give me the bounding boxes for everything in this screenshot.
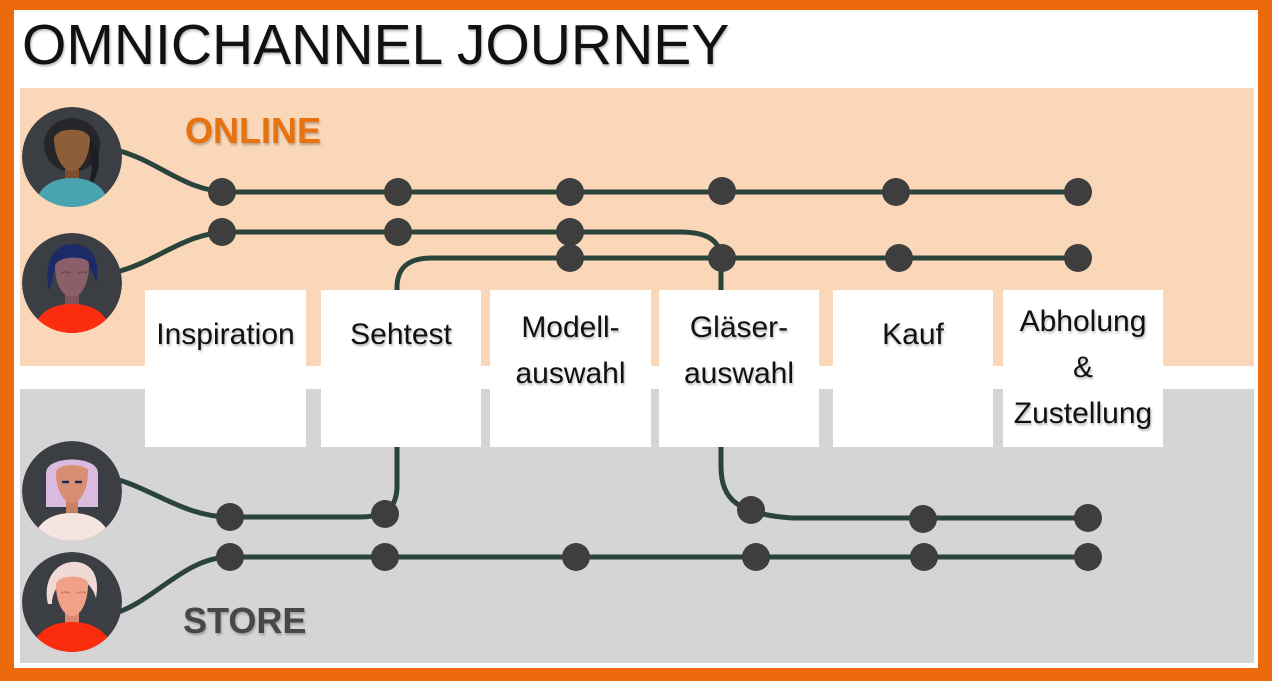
stage-box-abholung-zustellung: Abholung & Zustellung [1003,290,1163,447]
avatar-woman-dark-hair-icon [22,107,122,207]
stage-label-line: Kauf [882,318,944,351]
avatar-man-blond-hair-icon [22,552,122,652]
stage-box-sehtest: Sehtest [321,290,481,447]
band-label-store: STORE [183,600,307,641]
stage-label-line: Modell- [521,311,620,344]
band-label-online: ONLINE [185,110,322,151]
stage-box-inspiration: Inspiration [145,290,306,447]
avatar-woman-lavender-bob-icon [22,441,122,541]
stage-label-line: auswahl [683,357,795,390]
stage-box-glaeserauswahl: Gläser- auswahl [659,290,819,447]
stage-box-modellauswahl: Modell- auswahl [490,290,651,447]
stage-label-line: Gläser- [689,311,789,344]
page-title: OMNICHANNEL JOURNEY [22,13,730,77]
stage-label-line: & [1072,351,1093,384]
stage-label-line: auswahl [515,357,626,390]
stage-box-kauf: Kauf [833,290,993,447]
stage-label-line: Sehtest [350,318,452,351]
avatar-man-navy-hair-icon [22,233,122,333]
stage-label-line: Inspiration [156,318,295,351]
stage-label-line: Zustellung [1013,397,1153,430]
stage-label-line: Abholung [1019,305,1147,338]
